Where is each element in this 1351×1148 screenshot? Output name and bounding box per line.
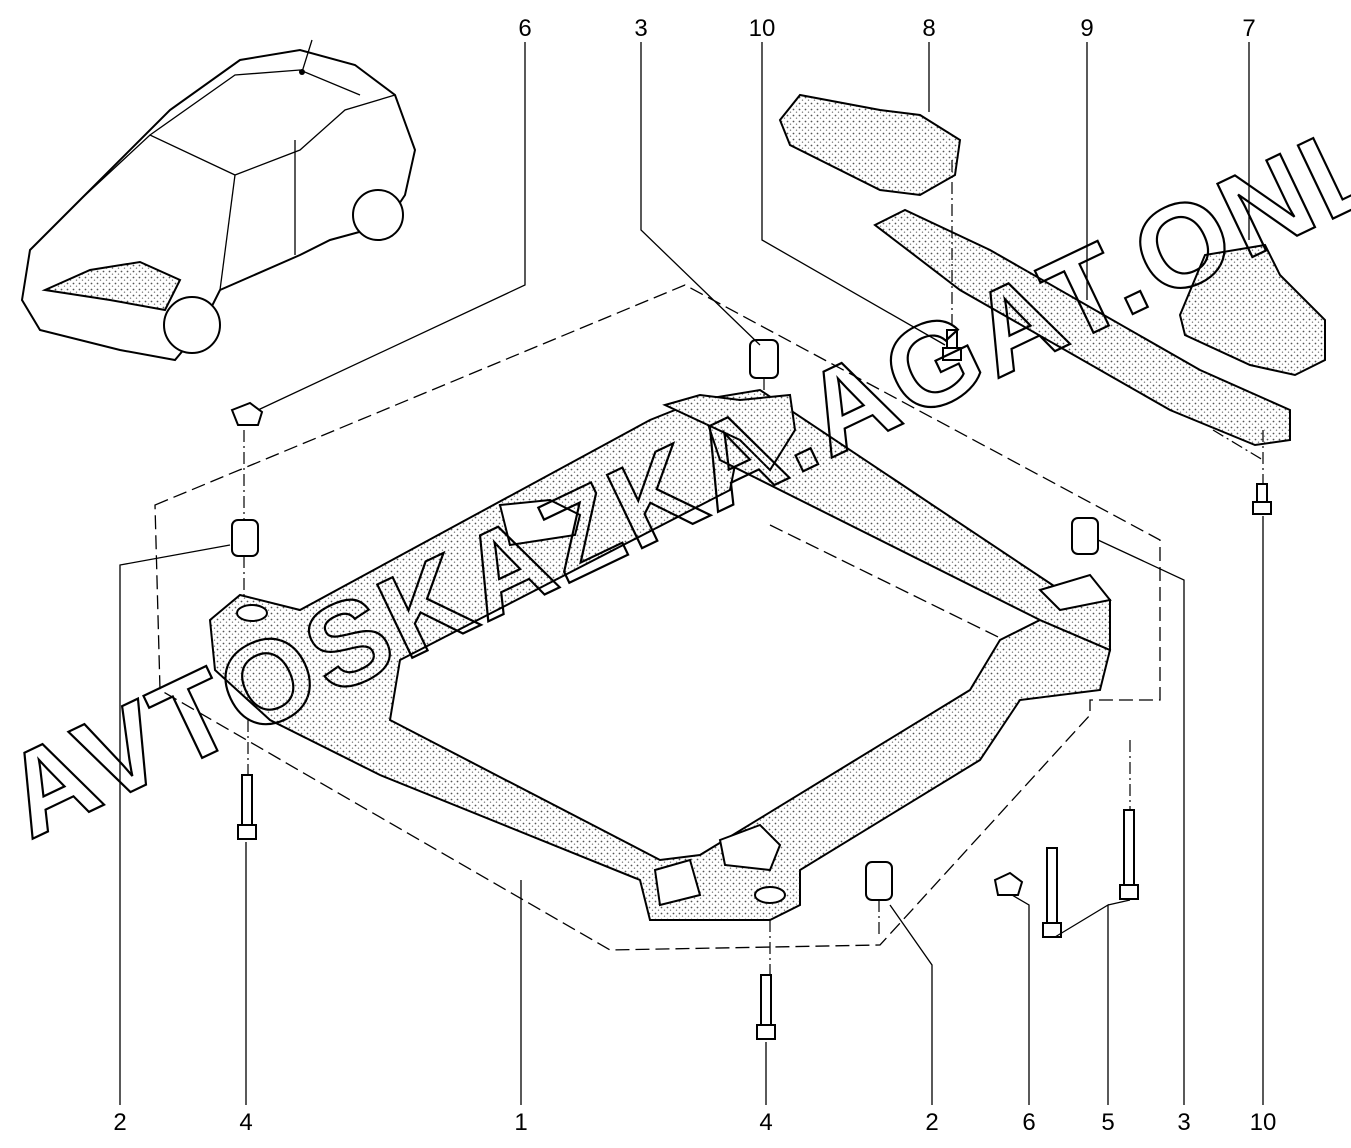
front-subframe <box>208 388 1112 921</box>
callouts-top: 6 3 10 8 9 7 <box>518 15 1255 42</box>
fasteners <box>230 160 1272 1040</box>
part-9-rail <box>873 208 1291 447</box>
leader-lines <box>119 42 1264 1105</box>
callout-6: 6 <box>518 15 531 42</box>
callout-10b: 10 <box>1250 1109 1277 1136</box>
vehicle-location-illustration <box>20 39 417 362</box>
callout-3b: 3 <box>1177 1109 1190 1136</box>
callouts-bottom: 2 4 1 4 2 6 5 3 10 <box>113 1109 1276 1136</box>
callout-9: 9 <box>1080 15 1093 42</box>
callout-4b: 4 <box>759 1109 772 1136</box>
callout-10: 10 <box>749 15 776 42</box>
callout-5: 5 <box>1101 1109 1114 1136</box>
callout-3: 3 <box>634 15 647 42</box>
part-7-bracket <box>1178 243 1326 377</box>
callout-4: 4 <box>239 1109 252 1136</box>
callout-2b: 2 <box>925 1109 938 1136</box>
callout-7: 7 <box>1242 15 1255 42</box>
assembly-outline <box>154 284 1161 951</box>
callout-1: 1 <box>514 1109 527 1136</box>
callout-6b: 6 <box>1022 1109 1035 1136</box>
part-8-bracket <box>778 93 962 197</box>
callout-2: 2 <box>113 1109 126 1136</box>
callout-8: 8 <box>922 15 935 42</box>
